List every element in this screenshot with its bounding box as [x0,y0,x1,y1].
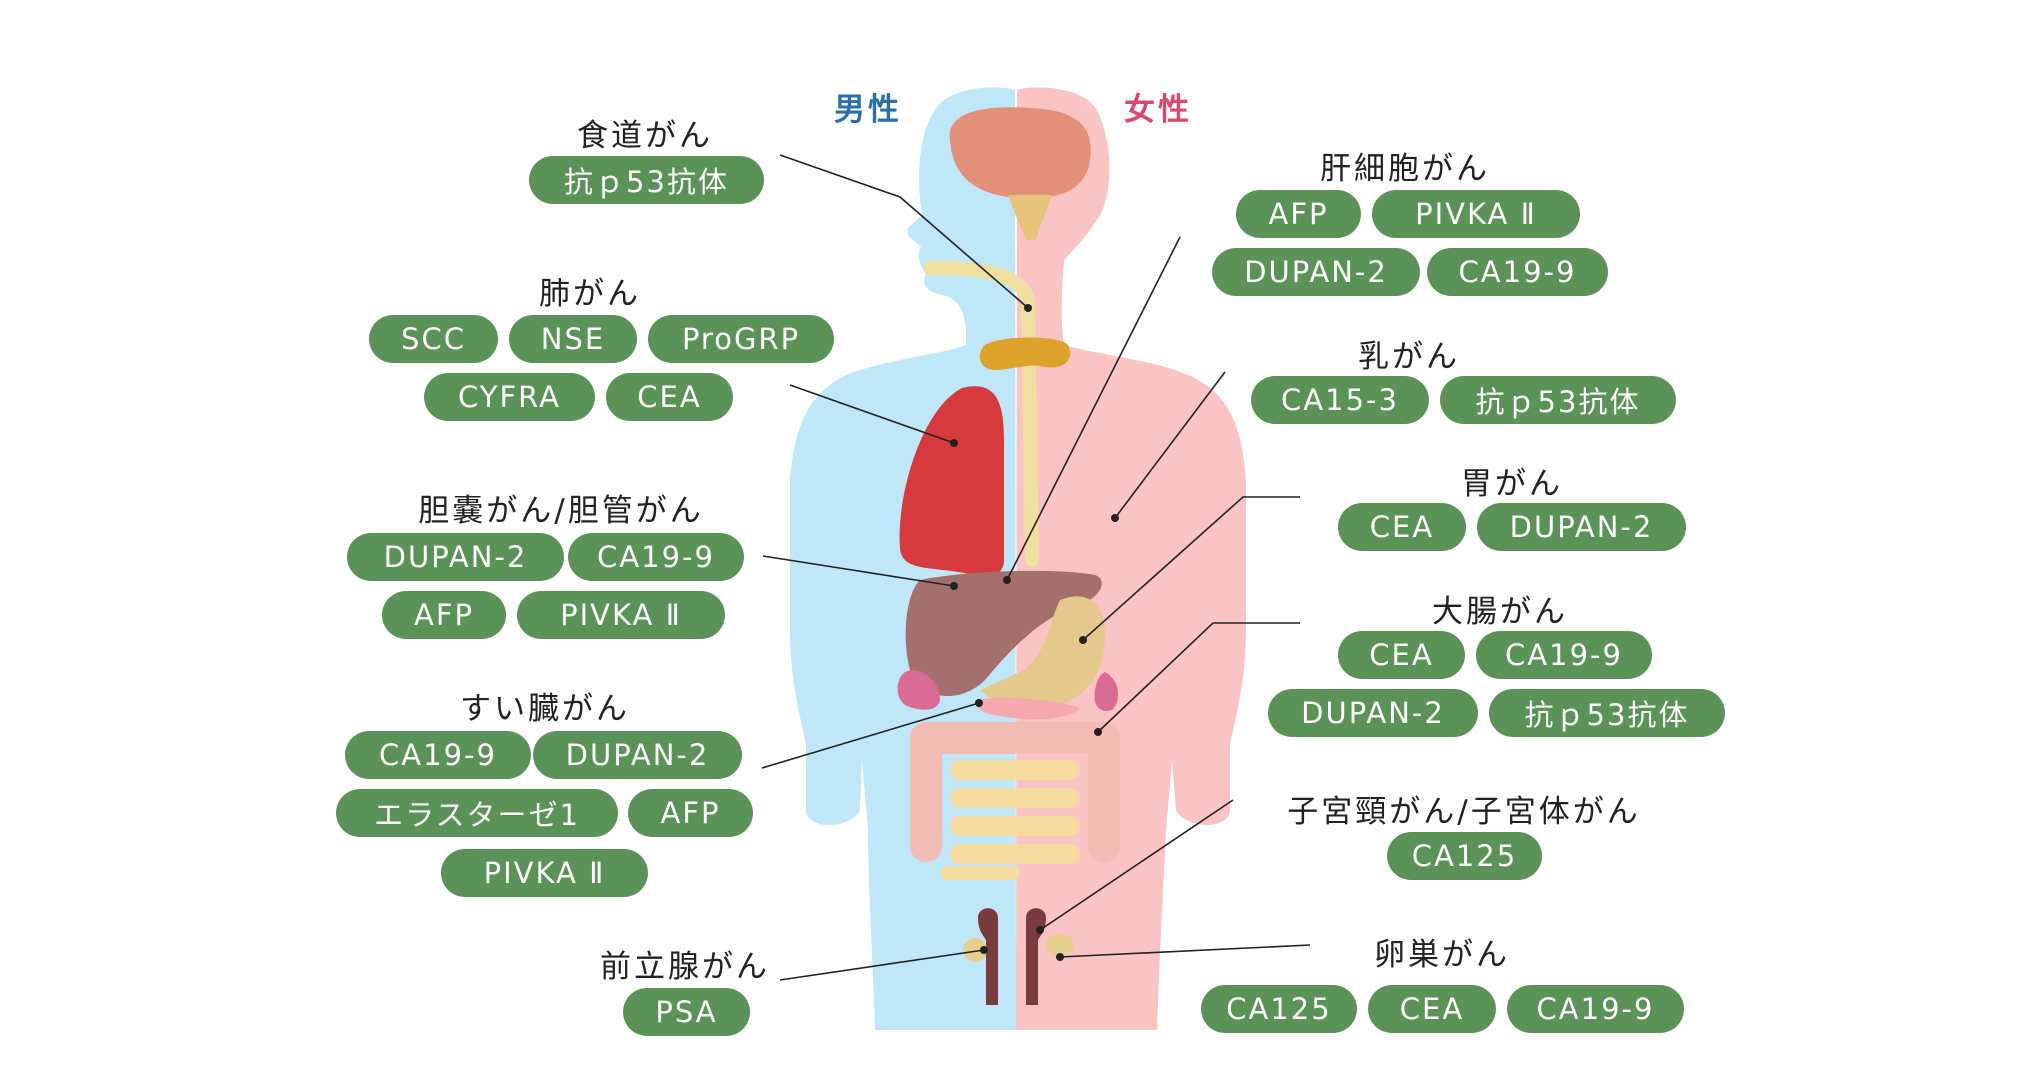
group-title-ovarian: 卵巣がん [1374,937,1510,973]
group-title-breast: 乳がん [1358,339,1460,375]
marker-pill: CA125 [1201,985,1357,1033]
group-title-gallbladder: 胆嚢がん/胆管がん [418,493,704,529]
marker-pill: PIVKA Ⅱ [517,591,725,639]
leader-lines [761,154,1311,981]
prostate-gland-shape [963,938,987,962]
leader-dots [950,304,1119,961]
group-title-esophageal: 食道がん [577,118,713,154]
brainstem-shape [1008,195,1052,240]
male-label: 男性 [834,92,902,128]
marker-pill: DUPAN-2 [533,731,742,779]
marker-pill: AFP [628,789,753,837]
kidney-right-shape [1094,672,1119,711]
marker-pill: エラスターゼ1 [336,789,618,837]
marker-pill: 抗ｐ53抗体 [1489,689,1725,737]
marker-pill: CA19-9 [1507,985,1684,1033]
group-title-pancreatic: すい臓がん [460,691,630,727]
marker-pill: CA19-9 [568,533,744,581]
marker-pill: CYFRA [424,373,595,421]
marker-pill: CEA [1338,631,1465,679]
esophagus-shape [923,261,1039,567]
marker-pill: NSE [509,315,637,363]
marker-pill: CA15-3 [1251,376,1429,424]
marker-pill: DUPAN-2 [1477,503,1686,551]
marker-pill: DUPAN-2 [1268,689,1478,737]
thyroid-shape [979,337,1071,370]
female-body-half [1016,87,1246,1031]
stomach-shape [980,596,1105,709]
group-title-prostate: 前立腺がん [600,949,770,985]
marker-pill: DUPAN-2 [1212,248,1420,296]
marker-pill: CA19-9 [345,731,531,779]
kidney-left-shape [897,670,940,710]
ovary-shape [1046,934,1074,956]
marker-pill: PSA [623,988,750,1036]
marker-pill: CEA [1338,503,1466,551]
marker-pill: CA125 [1387,832,1542,880]
marker-pill: CEA [1368,985,1496,1033]
marker-pill: SCC [369,315,498,363]
marker-pill: ProGRP [648,315,834,363]
marker-pill: AFP [1236,190,1361,238]
group-title-liver: 肝細胞がん [1320,151,1490,187]
group-title-lung: 肺がん [539,276,641,312]
marker-pill: 抗ｐ53抗体 [1440,376,1676,424]
marker-pill: CEA [606,373,733,421]
marker-pill: AFP [382,591,506,639]
group-title-stomach: 胃がん [1461,466,1563,502]
marker-pill: DUPAN-2 [347,533,564,581]
marker-pill: PIVKA Ⅱ [1372,190,1580,238]
small-intestine-shape [940,760,1080,880]
brain-shape [949,107,1091,199]
liver-shape [905,570,1102,697]
female-label: 女性 [1124,92,1192,128]
marker-pill: PIVKA Ⅱ [441,849,648,897]
large-intestine-shape [910,722,1120,862]
group-title-uterine: 子宮頸がん/子宮体がん [1287,794,1641,830]
marker-pill: CA19-9 [1427,248,1608,296]
marker-pill: CA19-9 [1476,631,1652,679]
pancreas-shape [975,697,1080,720]
marker-pill: 抗ｐ53抗体 [529,156,764,204]
group-title-colorectal: 大腸がん [1432,594,1568,630]
prostate-shape [978,908,998,1005]
